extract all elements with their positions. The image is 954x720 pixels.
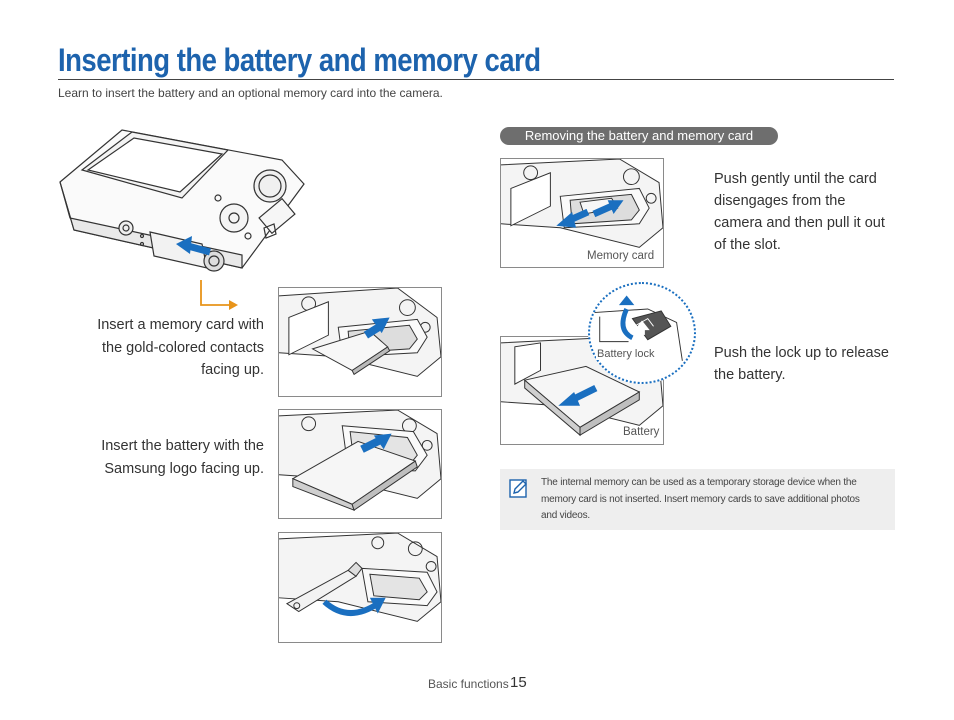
insert-battery-caption: Insert the battery with the Samsung logo… (101, 438, 264, 477)
battery-lock-drawing (590, 295, 683, 361)
note-box: The internal memory can be used as a tem… (500, 469, 895, 530)
footer-section: Basic functions (428, 677, 509, 691)
insert-card-image (278, 287, 442, 397)
battery-lock-zoom (588, 282, 696, 384)
note-text: The internal memory can be used as a tem… (541, 477, 860, 521)
camera-drawing (59, 129, 305, 272)
camera-illustration (52, 120, 308, 290)
memory-card-label: Memory card (586, 250, 656, 262)
remove-card-image (500, 158, 664, 268)
remove-battery-caption: Push the lock up to release the battery. (714, 345, 889, 383)
battery-label: Battery (622, 426, 661, 438)
insert-battery-image (278, 409, 442, 519)
battery-lock-label: Battery lock (596, 348, 656, 360)
insert-card-caption: Insert a memory card with the gold-color… (97, 317, 264, 378)
page-number: 15 (510, 674, 527, 691)
title-rule (58, 79, 894, 80)
remove-card-caption: Push gently until the card disengages fr… (714, 171, 885, 253)
note-pencil-icon (509, 478, 529, 498)
page-title: Inserting the battery and memory card (58, 42, 541, 78)
page-subtitle: Learn to insert the battery and an optio… (58, 86, 443, 100)
close-cover-image (278, 532, 442, 643)
pointer-arrow (200, 280, 238, 310)
removing-heading: Removing the battery and memory card (500, 127, 778, 145)
